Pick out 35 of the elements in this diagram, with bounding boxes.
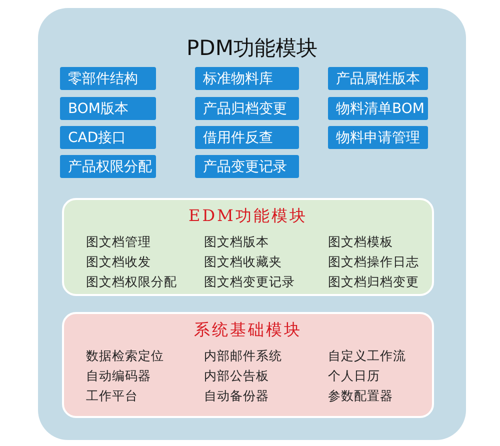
module-panel [62,198,434,296]
feature-item: 图文档归档变更 [328,274,420,290]
feature-box: BOM版本 [60,97,156,120]
feature-item: 自动编码器 [86,368,152,384]
module-panel [38,8,466,440]
feature-item: 图文档收藏夹 [204,254,283,270]
panel-title: PDM功能模块 [186,35,318,62]
feature-item: 内部邮件系统 [204,348,283,364]
module-panel [62,312,434,418]
feature-item: 图文档收发 [86,254,152,270]
feature-item: 图文档操作日志 [328,254,420,270]
feature-item: 图文档模板 [328,234,394,250]
feature-item: 图文档版本 [204,234,270,250]
feature-box: 产品变更记录 [195,155,299,178]
feature-box: 物料清单BOM [328,97,428,120]
feature-item: 图文档管理 [86,234,152,250]
panel-title: 系统基础模块 [193,320,303,341]
feature-item: 工作平台 [86,388,139,404]
feature-box: 产品归档变更 [195,97,299,120]
panel-title: EDM功能模块 [188,206,308,227]
feature-item: 自定义工作流 [328,348,407,364]
feature-box: 零部件结构 [60,67,156,90]
feature-box: 借用件反查 [195,126,299,149]
feature-box: CAD接口 [60,126,156,149]
feature-item: 参数配置器 [328,388,394,404]
feature-box: 物料申请管理 [328,126,428,149]
feature-item: 自动备份器 [204,388,270,404]
feature-item: 数据检索定位 [86,348,165,364]
feature-item: 个人日历 [328,368,381,384]
feature-item: 内部公告板 [204,368,270,384]
feature-box: 产品属性版本 [328,67,428,90]
feature-box: 产品权限分配 [60,155,156,178]
feature-item: 图文档权限分配 [86,274,178,290]
feature-box: 标准物料库 [195,67,299,90]
feature-item: 图文档变更记录 [204,274,296,290]
